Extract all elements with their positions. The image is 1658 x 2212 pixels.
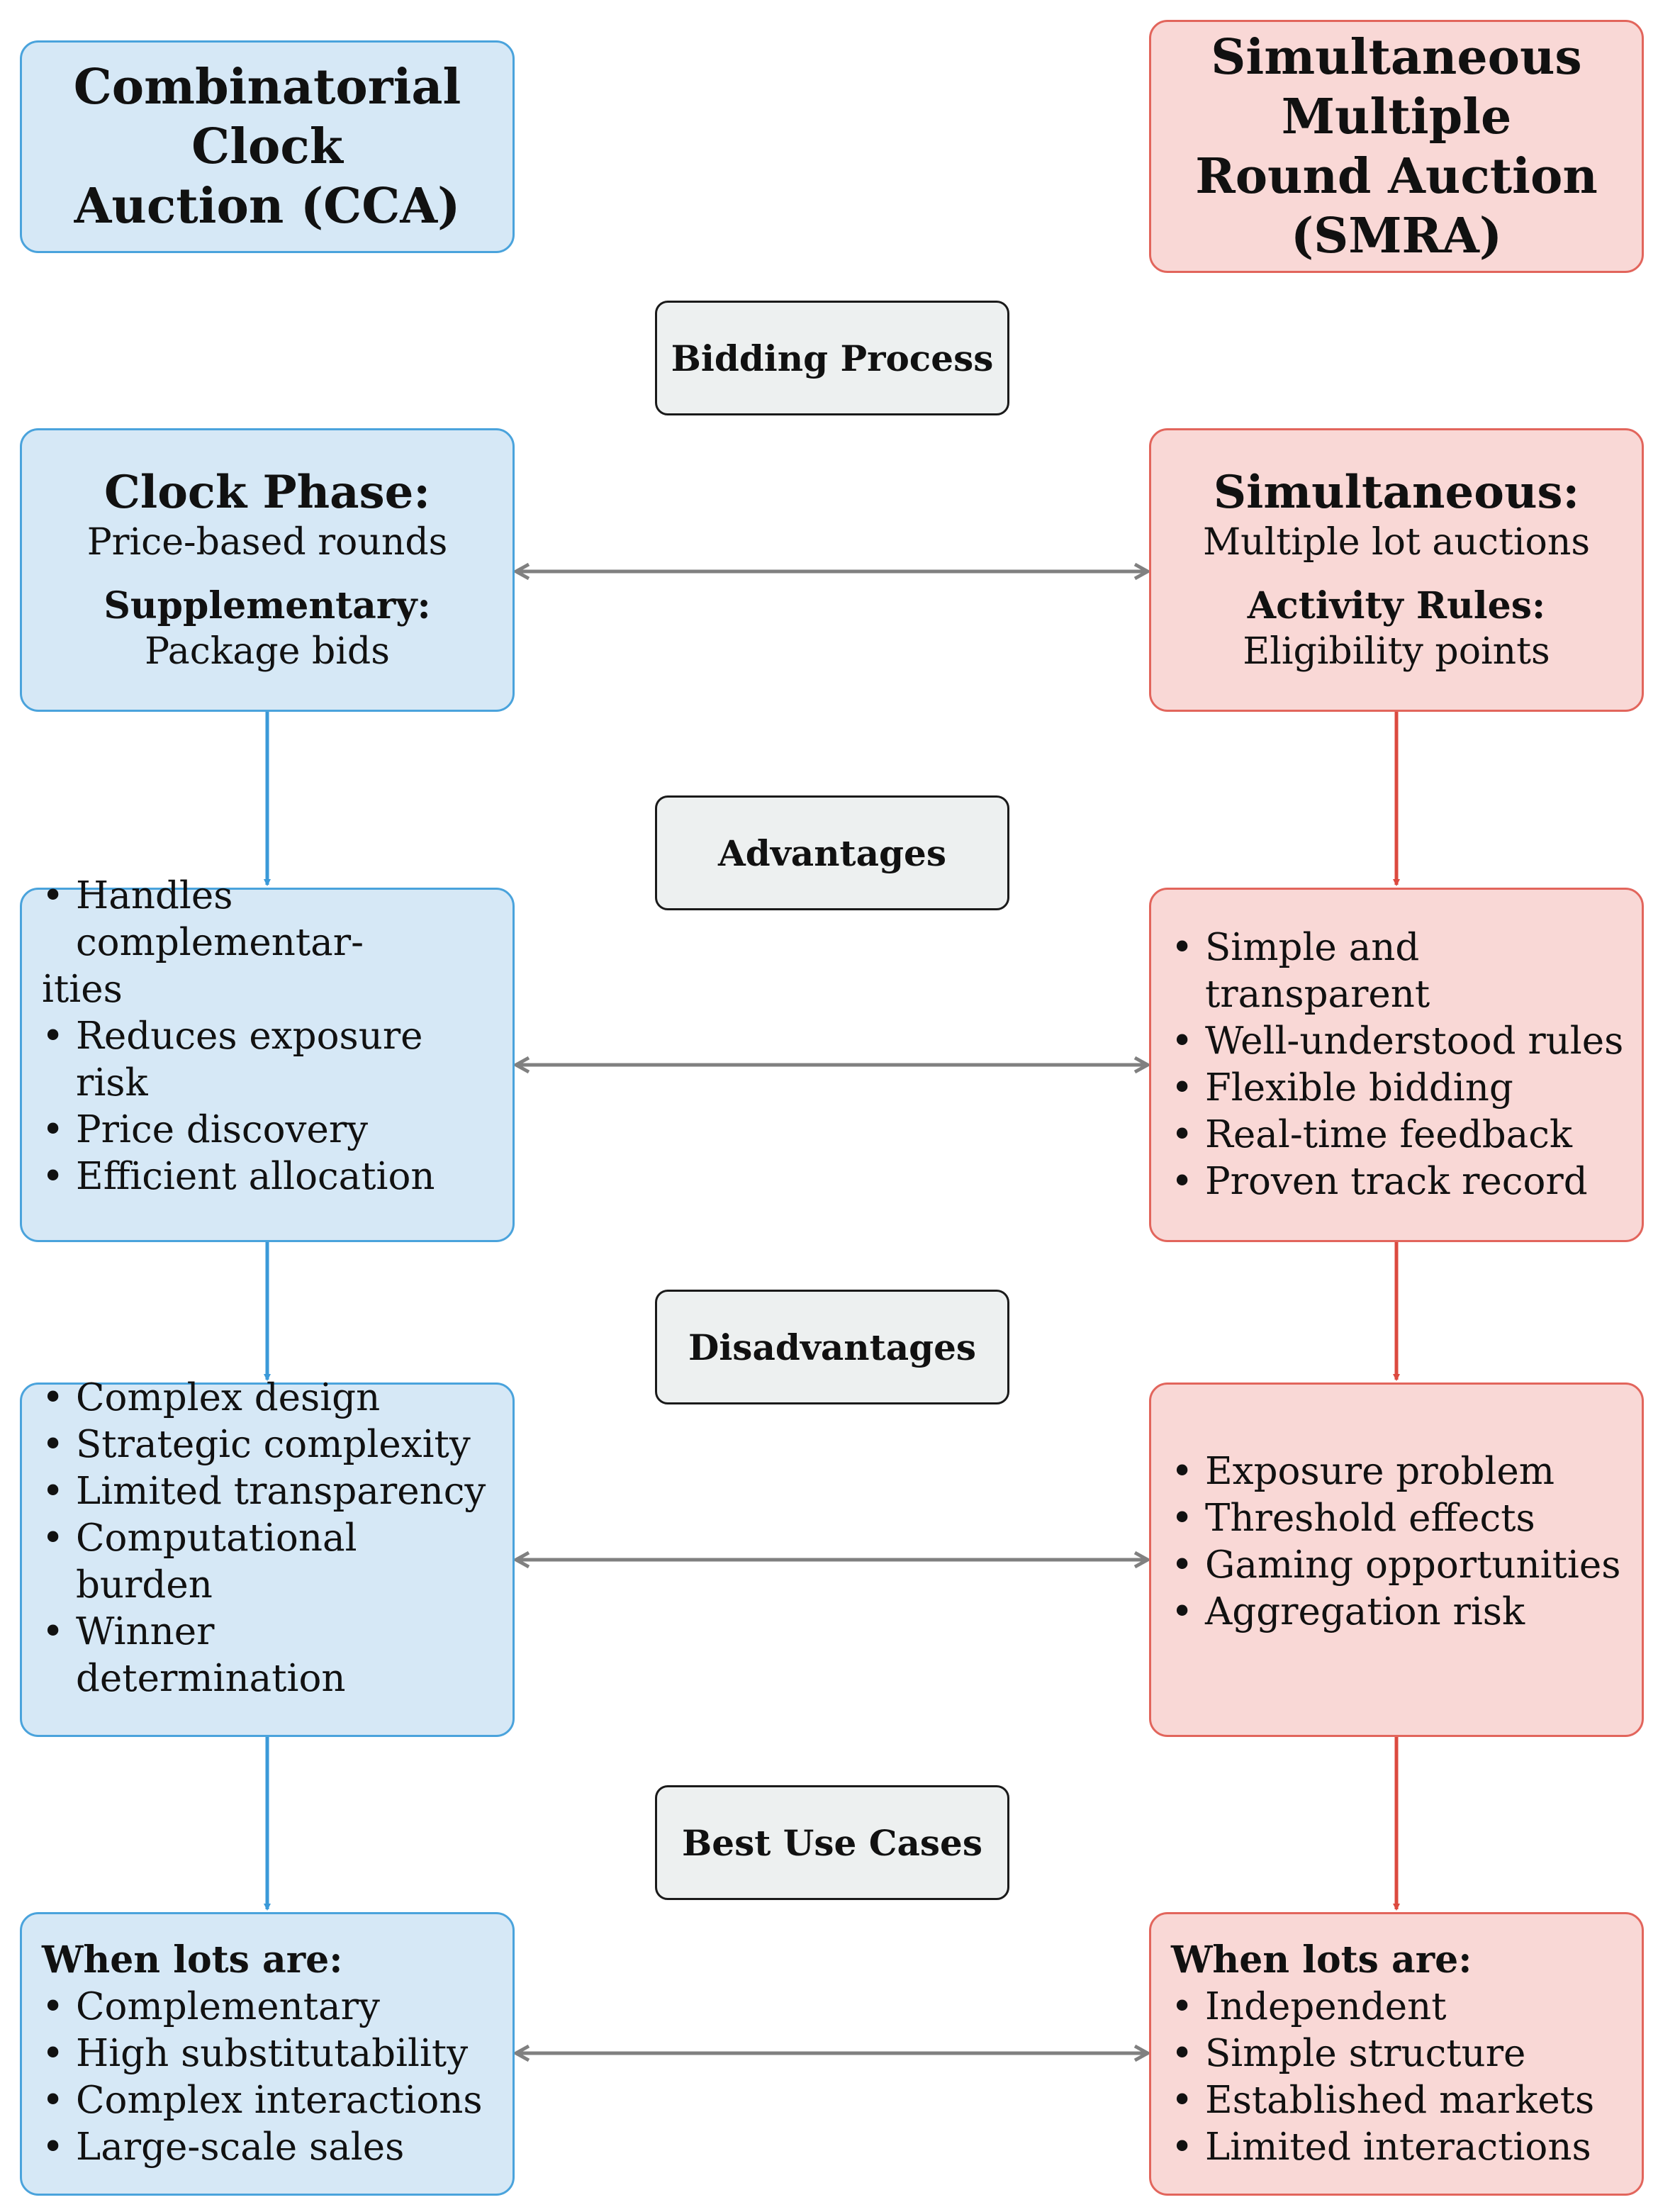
cca-process-desc: Price-based rounds [86, 521, 448, 564]
smra-use-case-item: •Simple structure [1171, 2032, 1526, 2075]
cca-advantage-item: •Efficient allocation [42, 1155, 435, 1198]
smra-title-line-2: Multiple [1281, 88, 1512, 145]
smra-advantage-item: •Well-understood rules [1171, 1020, 1624, 1063]
smra-use-case-item: •Established markets [1171, 2079, 1595, 2122]
category-bidding-process: Bidding Process [655, 301, 1009, 415]
smra-process-desc: Multiple lot auctions [1202, 521, 1591, 564]
smra-disadvantages-box: •Exposure problem •Threshold effects •Ga… [1149, 1382, 1644, 1737]
smra-disadvantage-item: •Threshold effects [1171, 1497, 1535, 1540]
cca-advantage-item: •Reduces exposure risk [42, 1015, 423, 1105]
smra-advantage-item: •Flexible bidding [1171, 1066, 1513, 1110]
smra-process-box: Simultaneous: Multiple lot auctions Acti… [1149, 428, 1644, 712]
smra-advantage-item: •Proven track record [1171, 1160, 1588, 1203]
smra-title-line-1: Simultaneous [1211, 28, 1582, 86]
smra-advantage-item: •Real-time feedback [1171, 1113, 1573, 1156]
cca-disadvantage-item: •Computational burden [42, 1516, 357, 1607]
cca-process-title: Clock Phase: [103, 466, 431, 519]
cca-use-cases-box: When lots are: •Complementary •High subs… [20, 1912, 515, 2196]
cca-use-cases-label: When lots are: [42, 1938, 343, 1982]
cca-header: Combinatorial Clock Auction (CCA) [20, 40, 515, 253]
cca-use-case-item: •Complex interactions [42, 2079, 483, 2122]
cca-process-box: Clock Phase: Price-based rounds Suppleme… [20, 428, 515, 712]
cca-advantage-item: •Handles complementar- [42, 874, 364, 964]
smra-header: Simultaneous Multiple Round Auction (SMR… [1149, 20, 1644, 273]
smra-use-case-item: •Limited interactions [1171, 2126, 1591, 2169]
smra-use-case-item: •Independent [1171, 1985, 1447, 2028]
smra-disadvantage-item: •Exposure problem [1171, 1450, 1555, 1493]
smra-title-line-4: (SMRA) [1291, 207, 1502, 264]
cca-advantage-item: •Price discovery [42, 1108, 369, 1151]
smra-use-cases-label: When lots are: [1171, 1938, 1472, 1982]
cca-advantages-box: •Handles complementar- ities •Reduces ex… [20, 874, 515, 1242]
smra-disadvantage-item: •Aggregation risk [1171, 1590, 1525, 1633]
cca-disadvantages-box: •Complex design •Strategic complexity •L… [20, 1376, 515, 1737]
smra-title-line-3: Round Auction [1195, 147, 1598, 205]
cca-disadvantage-item: •Strategic complexity [42, 1423, 471, 1466]
cca-disadvantage-item: •Winner determination [42, 1610, 346, 1700]
category-best-use-cases: Best Use Cases [655, 1785, 1009, 1900]
cca-advantage-item-cont: ities [42, 968, 123, 1011]
cca-process-label2: Supplementary: [103, 584, 431, 627]
cca-use-case-item: •Large-scale sales [42, 2126, 405, 2169]
smra-disadvantage-item: •Gaming opportunities [1171, 1543, 1621, 1587]
category-advantages: Advantages [655, 795, 1009, 910]
smra-use-cases-box: When lots are: •Independent •Simple stru… [1149, 1912, 1644, 2196]
cca-use-case-item: •High substitutability [42, 2032, 469, 2075]
cca-title-line-2: Clock [191, 118, 343, 175]
category-disadvantages: Disadvantages [655, 1290, 1009, 1404]
smra-advantages-box: •Simple and transparent •Well-understood… [1149, 888, 1644, 1242]
cca-use-case-item: •Complementary [42, 1985, 380, 2028]
cca-title-line-1: Combinatorial [73, 59, 461, 116]
smra-process-title: Simultaneous: [1213, 466, 1580, 519]
cca-disadvantage-item: •Limited transparency [42, 1470, 486, 1513]
cca-title-line-3: Auction (CCA) [74, 178, 461, 235]
smra-advantage-item: •Simple and transparent [1171, 926, 1430, 1016]
cca-process-desc2: Package bids [145, 630, 390, 673]
smra-process-label2: Activity Rules: [1247, 584, 1546, 627]
cca-disadvantage-item: •Complex design [42, 1376, 381, 1419]
smra-process-desc2: Eligibility points [1243, 630, 1550, 673]
